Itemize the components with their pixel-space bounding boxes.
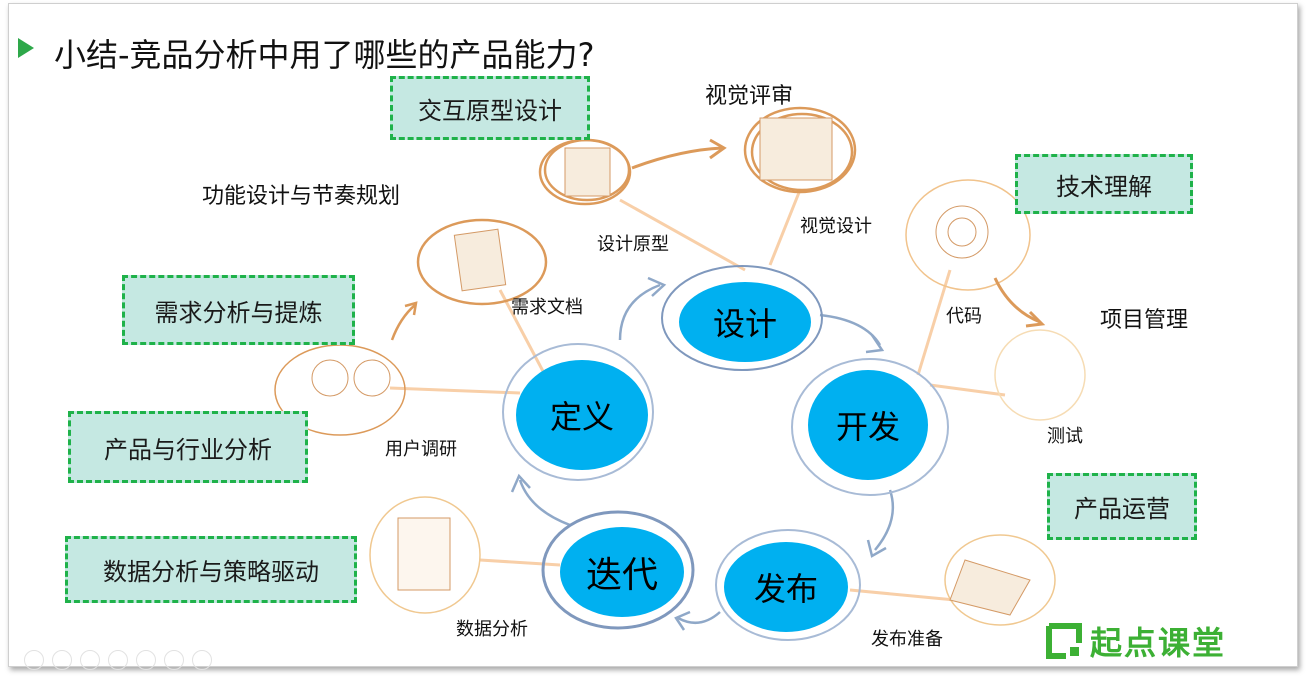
sketch-circles	[274, 106, 1086, 626]
node-design: 设计	[712, 305, 777, 343]
pen-icon[interactable]	[52, 650, 72, 670]
node-iterate: 迭代	[585, 555, 658, 596]
brand-logo: 起点课堂	[1046, 618, 1226, 664]
node-develop: 开发	[835, 408, 900, 446]
screen-icon[interactable]	[136, 650, 156, 670]
heading-visual-review: 视觉评审	[705, 84, 794, 109]
box-industry-analysis: 产品与行业分析	[68, 411, 308, 483]
slides-icon[interactable]	[80, 650, 100, 670]
label-requirements-doc: 需求文档	[511, 297, 583, 318]
heading-feature-planning: 功能设计与节奏规划	[202, 184, 401, 209]
zoom-icon[interactable]	[108, 650, 128, 670]
cycle-ellipses	[516, 282, 928, 632]
label-visual-design: 视觉设计	[800, 216, 872, 237]
prev-icon[interactable]	[24, 650, 44, 670]
box-tech-understanding: 技术理解	[1015, 154, 1193, 214]
next-icon[interactable]	[192, 650, 212, 670]
slideshow-toolbar	[24, 650, 212, 670]
label-code: 代码	[946, 306, 982, 327]
connector-lines	[389, 189, 1006, 602]
sketch-illustrations	[311, 117, 1031, 616]
sketch-rings	[502, 265, 949, 641]
label-test: 测试	[1047, 426, 1083, 447]
node-define: 定义	[549, 398, 614, 436]
label-data-analysis: 数据分析	[456, 619, 528, 640]
title-bullet-icon	[18, 38, 34, 58]
logo-text: 起点课堂	[1090, 624, 1227, 662]
label-user-research: 用户调研	[385, 439, 457, 460]
box-requirements-analysis: 需求分析与提炼	[122, 275, 355, 345]
box-product-operations: 产品运营	[1047, 473, 1197, 540]
logo-mark-icon	[1046, 623, 1082, 659]
more-icon[interactable]	[164, 650, 184, 670]
box-data-strategy: 数据分析与策略驱动	[65, 536, 357, 603]
page-title: 小结-竞品分析中用了哪些的产品能力?	[54, 36, 595, 74]
cycle-arrows	[510, 276, 895, 631]
box-interaction-design: 交互原型设计	[390, 76, 590, 140]
node-release: 发布	[753, 570, 818, 608]
label-prototype: 设计原型	[597, 234, 669, 255]
heading-project-management: 项目管理	[1100, 308, 1189, 333]
label-release-prep: 发布准备	[871, 629, 943, 650]
